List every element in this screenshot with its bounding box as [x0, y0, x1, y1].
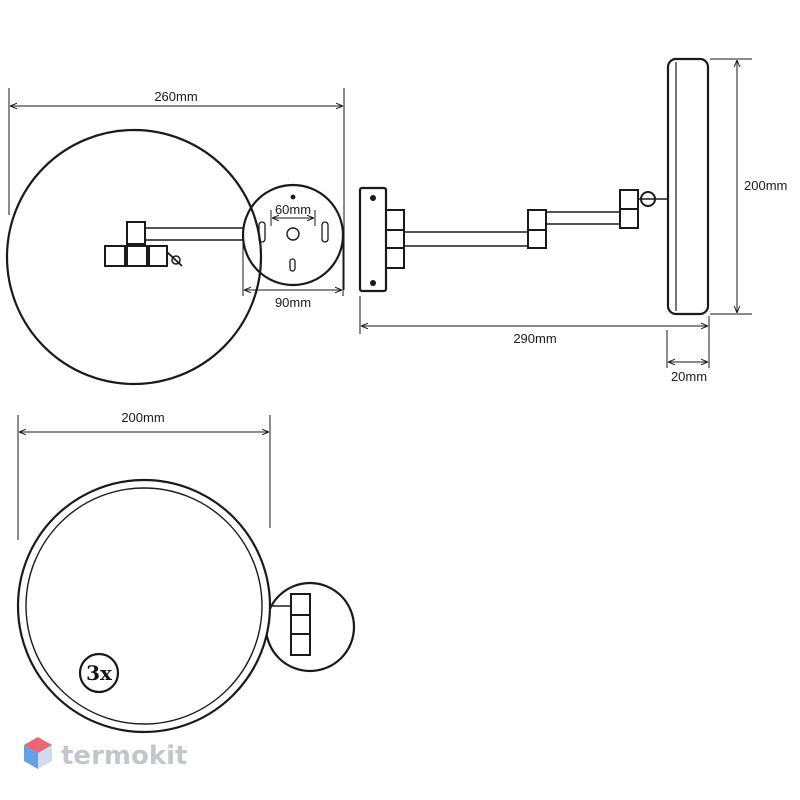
- side-mirror-joint-2: [619, 208, 639, 229]
- front-joint-block-3: [290, 633, 311, 656]
- front-joint-block-1: [290, 593, 311, 616]
- plate-slot-bottom: [289, 258, 296, 272]
- magnification-badge-circle: [78, 652, 120, 694]
- plate-screw-dot: [290, 194, 296, 200]
- termokit-logo: termokit: [24, 737, 187, 771]
- dim-label-200-height: 200mm: [744, 178, 787, 193]
- side-view: [358, 57, 710, 316]
- side-wall-plate: [358, 186, 388, 293]
- dim-label-60: 60mm: [275, 202, 311, 217]
- side-mid-joint-2: [527, 229, 547, 249]
- side-plate-screw-top: [370, 195, 376, 201]
- dim-label-200-front: 200mm: [121, 410, 164, 425]
- side-block-1: [385, 209, 405, 231]
- dimension-20mm: [666, 330, 708, 368]
- arm-joint-pin: [166, 251, 183, 267]
- dimension-200mm-height: [710, 58, 752, 315]
- dim-label-260: 260mm: [154, 89, 197, 104]
- side-mirror-joint-1: [619, 189, 639, 210]
- magnification-badge: 3x: [86, 661, 113, 685]
- dimension-200mm-front: [17, 415, 271, 540]
- arm-joint-block-3: [148, 245, 168, 267]
- front-view: [16, 478, 356, 734]
- plate-center-hole: [286, 227, 300, 241]
- front-mirror-outer: [16, 478, 272, 734]
- side-block-3: [385, 247, 405, 269]
- dimension-60mm: [270, 210, 316, 226]
- side-mid-joint-1: [527, 209, 547, 231]
- dimension-290mm: [359, 296, 710, 368]
- dim-label-90: 90mm: [275, 295, 311, 310]
- side-block-2: [385, 229, 405, 249]
- mirror-back-circle: [5, 128, 263, 386]
- dimension-260mm: [8, 88, 345, 290]
- arm-joint-upper: [126, 221, 146, 245]
- side-plate-screw-bottom: [370, 280, 376, 286]
- plate-slot-right: [321, 221, 329, 243]
- dim-label-290: 290mm: [513, 331, 556, 346]
- arm-joint-knob: [171, 255, 181, 265]
- wall-plate-circle: [241, 183, 345, 287]
- side-mirror-body: [666, 57, 710, 316]
- dim-label-20: 20mm: [671, 369, 707, 384]
- plate-slot-left: [258, 221, 266, 243]
- watermark-text: termokit: [61, 741, 187, 771]
- front-mirror-inner: [25, 487, 263, 725]
- termokit-logo-icon: [24, 737, 52, 769]
- dimension-90mm: [242, 236, 344, 296]
- arm-joint-block-1: [104, 245, 126, 267]
- arm-joint-block-2: [126, 245, 148, 267]
- front-joint-block-2: [290, 614, 311, 635]
- top-view: [5, 128, 345, 386]
